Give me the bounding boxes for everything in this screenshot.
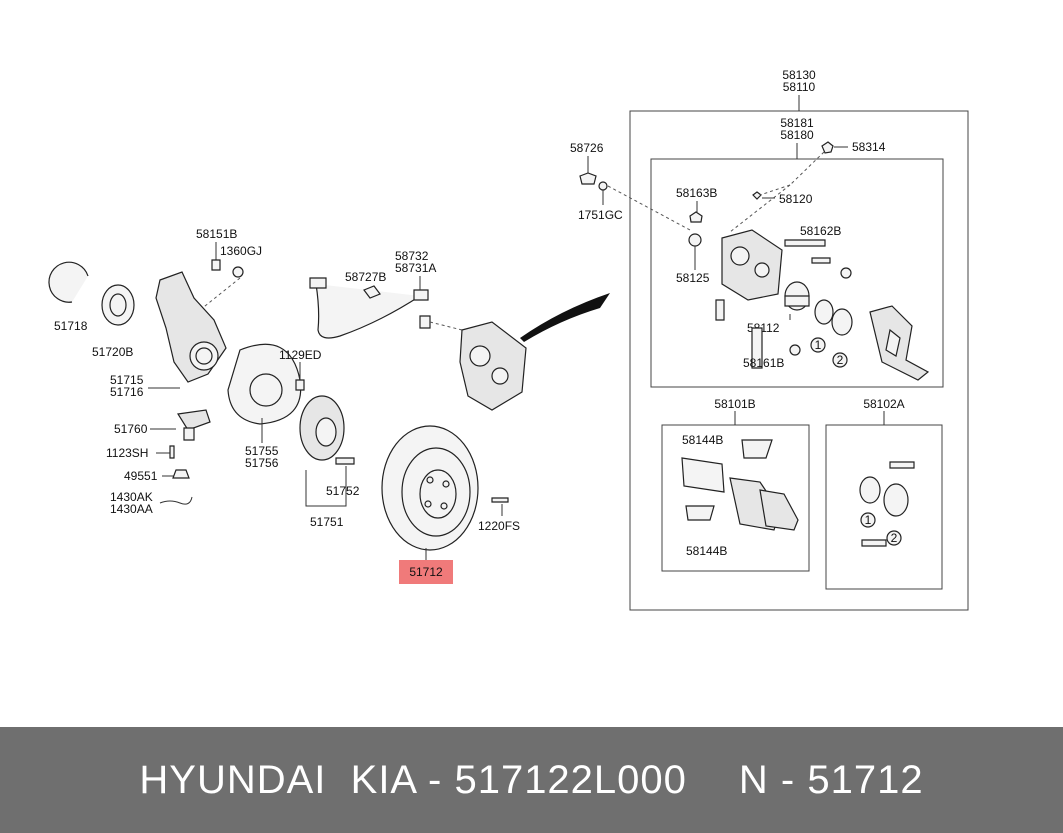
- label-51755[interactable]: 51755: [245, 444, 279, 458]
- label-51716[interactable]: 51716: [110, 385, 144, 399]
- label-58110[interactable]: 58110: [783, 80, 816, 94]
- circle-2a: 2: [837, 353, 844, 367]
- circle-1a: 1: [815, 338, 822, 352]
- label-58181[interactable]: 58181: [780, 116, 814, 130]
- label-58163B[interactable]: 58163B: [676, 186, 717, 200]
- label-1123SH[interactable]: 1123SH: [106, 446, 148, 460]
- label-51720B[interactable]: 51720B: [92, 345, 133, 359]
- label-51760[interactable]: 51760: [114, 422, 148, 436]
- label-49551[interactable]: 49551: [124, 469, 158, 483]
- label-58144B-bottom[interactable]: 58144B: [686, 544, 727, 558]
- label-58130[interactable]: 58130: [782, 68, 816, 82]
- label-51712[interactable]: 51712: [409, 565, 443, 579]
- label-58727B[interactable]: 58727B: [345, 270, 386, 284]
- label-51751[interactable]: 51751: [310, 515, 344, 529]
- label-58102A[interactable]: 58102A: [863, 397, 904, 411]
- label-58125[interactable]: 58125: [676, 271, 710, 285]
- label-58162B[interactable]: 58162B: [800, 224, 841, 238]
- label-1360GJ[interactable]: 1360GJ: [220, 244, 262, 258]
- circle-2b: 2: [891, 531, 898, 545]
- brake-hose[interactable]: [315, 283, 421, 339]
- label-58314[interactable]: 58314: [852, 140, 886, 154]
- footer-bar: HYUNDAI KIA - 517122L000 N - 51712: [0, 727, 1063, 833]
- label-58120[interactable]: 58120: [779, 192, 813, 206]
- label-58144B-top[interactable]: 58144B: [682, 433, 723, 447]
- label-1430AA[interactable]: 1430AA: [110, 502, 153, 516]
- label-51718[interactable]: 51718: [54, 319, 88, 333]
- label-58151B[interactable]: 58151B: [196, 227, 237, 241]
- seal-kit-frame: [825, 424, 943, 590]
- label-58726[interactable]: 58726: [570, 141, 604, 155]
- label-51752[interactable]: 51752: [326, 484, 360, 498]
- circle-1b: 1: [865, 513, 872, 527]
- label-1220FS[interactable]: 1220FS: [478, 519, 520, 533]
- label-58161B[interactable]: 58161B: [743, 356, 784, 370]
- caliper-body[interactable]: [721, 229, 783, 301]
- label-1129ED[interactable]: 1129ED: [279, 348, 322, 362]
- footer-reference: N - 51712: [738, 757, 924, 802]
- steering-knuckle[interactable]: [155, 271, 227, 383]
- front-caliper[interactable]: [459, 321, 527, 411]
- highlight-box: [399, 560, 453, 584]
- label-58731A[interactable]: 58731A: [395, 261, 436, 275]
- label-1430AK[interactable]: 1430AK: [110, 490, 153, 504]
- label-51715[interactable]: 51715: [110, 373, 144, 387]
- callout-arrow: [520, 293, 610, 342]
- label-58732[interactable]: 58732: [395, 249, 429, 263]
- footer-part-number: HYUNDAI KIA - 517122L000: [139, 757, 687, 802]
- label-1751GC[interactable]: 1751GC: [578, 208, 623, 222]
- label-51756[interactable]: 51756: [245, 456, 279, 470]
- label-58101B[interactable]: 58101B: [714, 397, 755, 411]
- label-58180[interactable]: 58180: [780, 128, 814, 142]
- parts-diagram: 58130 58110 58181 58180 58101B 58102A 58…: [48, 68, 969, 611]
